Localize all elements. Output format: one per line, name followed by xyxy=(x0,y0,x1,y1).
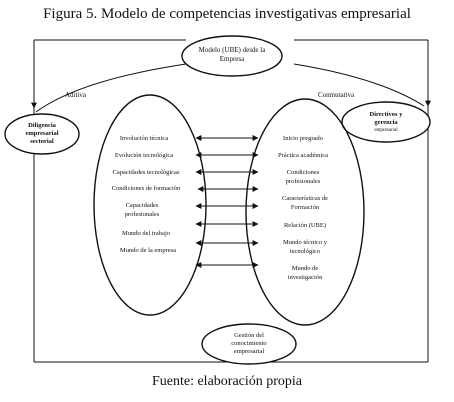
left-item-2: Evolución tecnológica xyxy=(115,152,173,159)
right-big-ellipse xyxy=(245,98,365,326)
bottom-node-line-3: empresarial xyxy=(234,348,265,355)
left-node-line-1: Diligencia xyxy=(28,122,57,129)
left-item-7: Mundo de la empresa xyxy=(120,247,176,254)
arc-aditiva xyxy=(35,63,187,113)
right-item-6-line-1: Mundo técnico y xyxy=(283,239,328,246)
top-node-line-2: Empresa xyxy=(220,55,245,63)
right-item-7-line-2: investigación xyxy=(288,274,323,281)
right-node-line-2: gerencia xyxy=(374,119,398,126)
label-aditiva: Aditiva xyxy=(65,91,87,99)
right-item-4-line-1: Características de xyxy=(282,195,328,202)
right-item-2: Práctica académica xyxy=(278,152,328,159)
right-item-4-line-2: Formación xyxy=(291,204,320,211)
arc-conmutativa xyxy=(293,63,425,107)
right-item-7-line-1: Mundo de xyxy=(292,265,319,272)
left-item-6: Mundo del trabajo xyxy=(122,230,170,237)
right-node-line-3: empresarial xyxy=(374,128,398,133)
bottom-node-ellipse xyxy=(201,323,297,365)
top-node-ellipse xyxy=(181,35,283,77)
bottom-node-line-1: Gestión del xyxy=(234,332,264,339)
top-node-line-1: Modelo (UBE) desde la xyxy=(199,46,267,54)
left-node-ellipse xyxy=(4,113,80,155)
right-item-5: Relación (UBE) xyxy=(284,222,326,229)
right-item-6-line-2: tecnológico xyxy=(290,248,320,255)
right-node-ellipse xyxy=(341,101,431,143)
left-item-3: Capacidades tecnológicas xyxy=(113,169,180,176)
right-node-line-1: Directivos y xyxy=(370,111,404,118)
right-item-3-line-2: profesionales xyxy=(286,178,321,185)
left-item-5-line-2: profesionales xyxy=(125,211,160,218)
right-item-3-line-1: Condiciones xyxy=(287,169,320,176)
left-item-4: Condiciones de formación xyxy=(112,185,181,192)
label-conmutativa: Conmutativa xyxy=(318,91,355,99)
bottom-node-line-2: conocimiento xyxy=(231,340,266,347)
left-node-line-2: empresarial xyxy=(25,130,58,137)
left-item-1: Involución técnica xyxy=(120,135,168,142)
figure-title: Figura 5. Modelo de competencias investi… xyxy=(43,6,411,22)
left-node-line-3: sectorial xyxy=(30,138,54,145)
right-item-1: Inicio pregrado xyxy=(283,135,323,142)
left-item-5-line-1: Capacidades xyxy=(126,202,159,209)
figure-source: Fuente: elaboración propia xyxy=(151,374,303,389)
